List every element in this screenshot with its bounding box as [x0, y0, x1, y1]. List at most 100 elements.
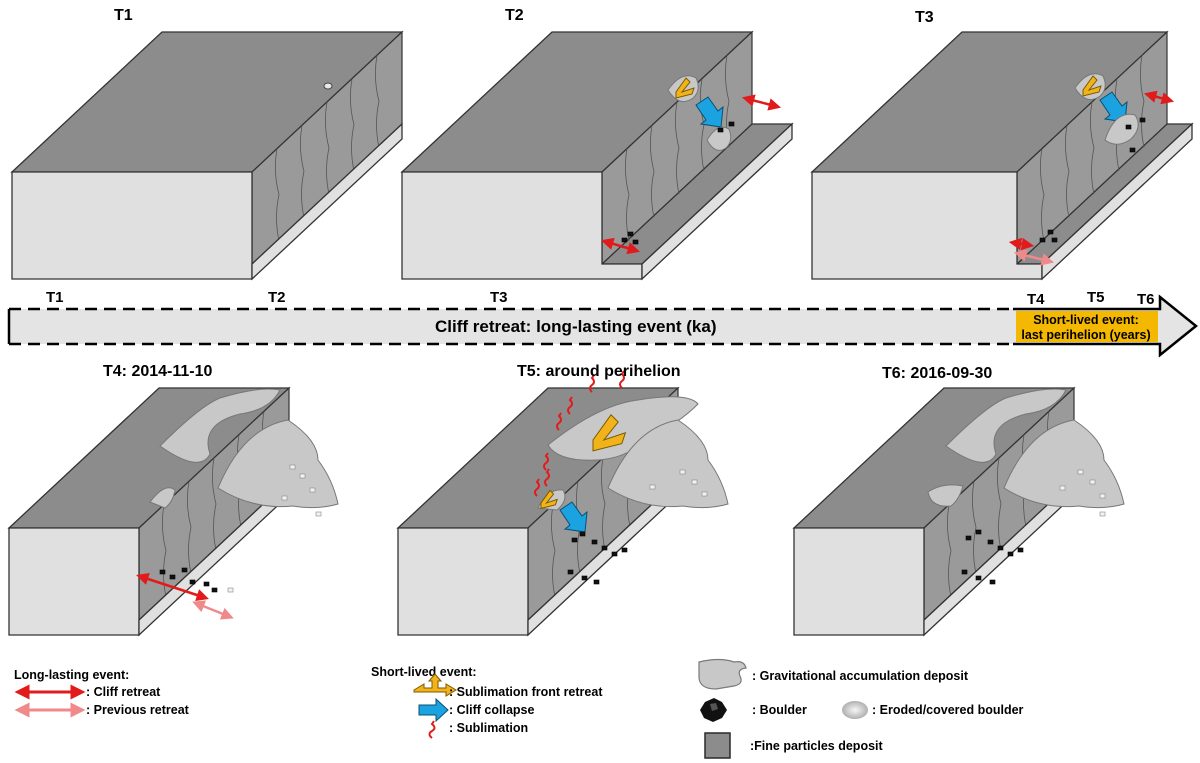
cliff-joint — [275, 148, 280, 241]
legend-sublimation: : Sublimation — [449, 721, 528, 735]
side-face — [641, 122, 793, 281]
cliff-retreat-arrow — [1008, 237, 1035, 251]
tick-t1: T1 — [46, 289, 64, 306]
legend-eroded-boulder: : Eroded/covered boulder — [872, 703, 1024, 717]
eroded-boulder — [289, 464, 296, 470]
boulder — [181, 567, 188, 573]
eroded-boulder — [309, 487, 316, 493]
sublimation-mark — [544, 468, 550, 487]
boulder — [717, 127, 724, 133]
cliff-joint — [997, 457, 1002, 551]
legend-previous-retreat: : Previous retreat — [86, 703, 190, 717]
eroded-boulder — [679, 469, 686, 475]
sublimation-mark — [556, 412, 562, 431]
cliff-joint — [1040, 148, 1045, 241]
boulder — [627, 231, 634, 237]
front-face — [11, 171, 253, 280]
boulder — [1039, 237, 1046, 243]
block-t4 — [7, 386, 339, 637]
eroded-boulder — [315, 511, 322, 517]
cliff-joint — [972, 481, 977, 574]
boulder — [203, 581, 210, 587]
block-t3 — [810, 30, 1194, 281]
boulder-legend-icon — [700, 698, 727, 722]
front-face — [793, 527, 925, 636]
sublimation-mark — [619, 370, 625, 389]
timeline-arrow-head — [1013, 294, 1198, 358]
cliff-joint — [300, 125, 305, 218]
timeline-arrow-fill — [9, 297, 1196, 355]
tick-t6: T6 — [1137, 291, 1155, 308]
sublimation-mark — [589, 374, 595, 393]
legend-cliff-retreat: : Cliff retreat — [86, 685, 161, 699]
timeline: T1 T2 T3 T4 T5 T6 Cliff retreat: long-la… — [7, 289, 1198, 358]
eroded-boulder — [299, 473, 306, 479]
cliff-joint — [1065, 125, 1070, 218]
boulder — [989, 579, 996, 585]
boulder — [965, 535, 972, 541]
cliff-joint — [675, 101, 680, 195]
sublimation-front-arrow — [592, 414, 627, 452]
legend-boulder: : Boulder — [752, 703, 807, 717]
cliff-collapse-arrow — [559, 501, 588, 533]
boulder — [1007, 551, 1014, 557]
cliff-retreat-arrow — [601, 237, 640, 255]
boulder — [579, 531, 586, 537]
cliff-joint — [375, 55, 380, 148]
panel-title-t1: T1 — [114, 7, 133, 24]
block-t2 — [400, 30, 794, 281]
boulder — [1047, 229, 1054, 235]
cliff-joint — [551, 504, 556, 597]
boulder — [621, 237, 628, 243]
boulder — [728, 121, 735, 127]
cliff-joint — [601, 457, 606, 551]
block-t5 — [396, 370, 729, 637]
sublimation-front-arrow — [675, 77, 695, 99]
tick-t2: T2 — [268, 289, 286, 306]
previous-retreat-arrow — [192, 600, 234, 620]
grav-deposit — [1104, 113, 1139, 145]
boulder — [571, 537, 578, 543]
cliff-retreat-arrow — [1143, 90, 1175, 105]
eroded-boulder — [1099, 511, 1106, 517]
tick-t4: T4 — [1027, 291, 1045, 308]
legend-cliff-collapse: : Cliff collapse — [449, 703, 534, 717]
legend-grav-deposit: : Gravitational accumulation deposit — [752, 669, 969, 683]
cliff-retreat-arrow — [136, 573, 209, 601]
boulder — [997, 545, 1004, 551]
short-lived-label-line2: last perihelion (years) — [1021, 328, 1150, 342]
short-lived-box — [1016, 311, 1158, 342]
long-lasting-label: Cliff retreat: long-lasting event (ka) — [435, 317, 716, 336]
boulder — [987, 539, 994, 545]
grav-deposit — [547, 396, 699, 461]
eroded-boulder — [281, 495, 288, 501]
timeline-dashed-border — [9, 307, 1013, 346]
tick-t5: T5 — [1087, 289, 1105, 306]
cliff-joint — [650, 125, 655, 218]
boulder — [621, 547, 628, 553]
panel-title-t2: T2 — [505, 7, 524, 24]
side-face — [251, 122, 403, 281]
sublimation-front-legend-icon — [413, 673, 457, 697]
panel-title-t3: T3 — [915, 9, 934, 26]
cliff-joint — [187, 481, 192, 574]
sublimation-front-arrow — [1082, 75, 1102, 97]
boulder — [975, 529, 982, 535]
grav-deposit — [159, 388, 281, 463]
sublimation-front-arrow — [540, 489, 558, 510]
panel-title-t5: T5: around perihelion — [517, 363, 681, 380]
eroded-boulder — [1099, 493, 1106, 499]
boulder — [1139, 117, 1146, 123]
sublimation-mark — [543, 452, 549, 471]
legend-long-title: Long-lasting event: — [14, 668, 129, 682]
cliff-joint — [1090, 101, 1095, 195]
sublimation-mark — [534, 478, 540, 497]
grav-deposit — [607, 419, 729, 509]
front-face — [811, 171, 1043, 280]
eroded-boulder — [701, 491, 708, 497]
sublimation-mark — [567, 396, 573, 415]
cliff-joint — [212, 457, 217, 551]
grav-deposit — [927, 484, 964, 507]
boulder — [611, 551, 618, 557]
